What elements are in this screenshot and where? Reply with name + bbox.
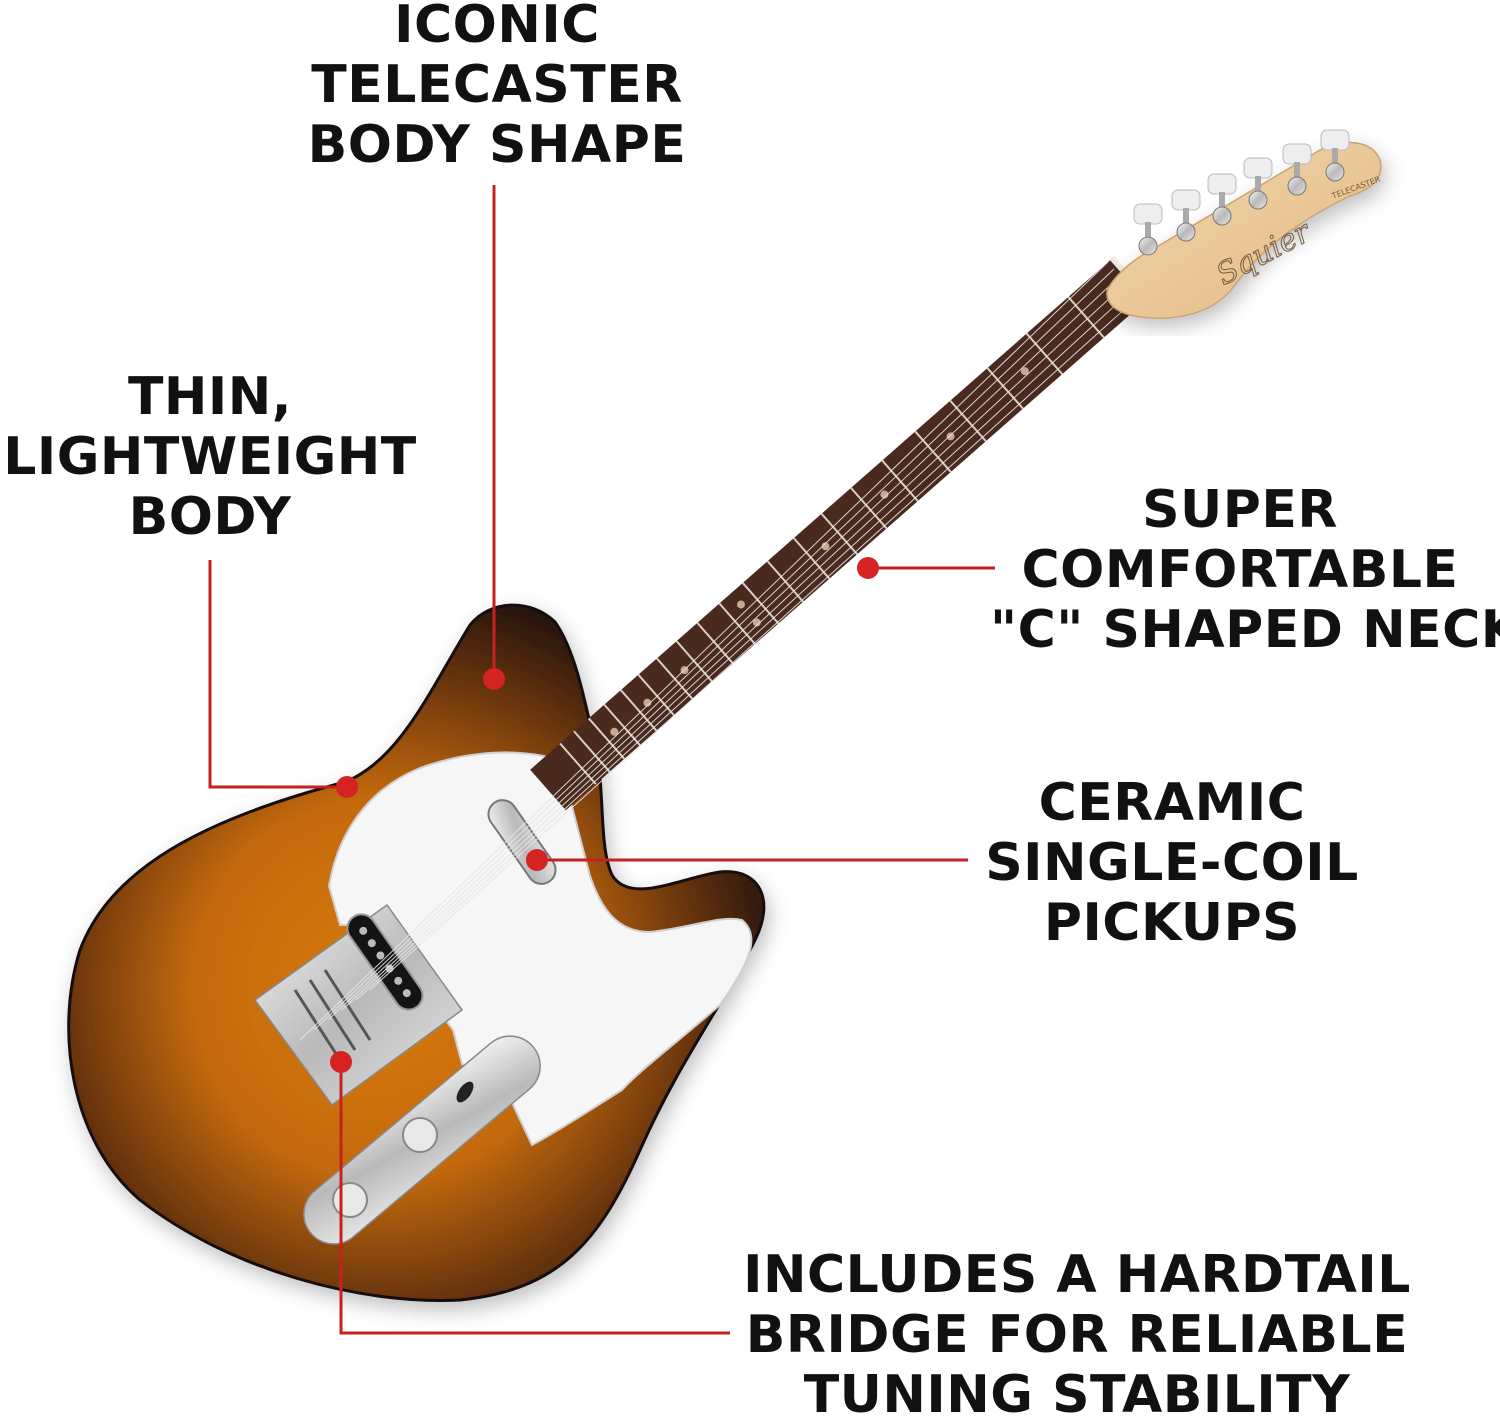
callout-text: CERAMIC [1038,773,1306,833]
strings [299,261,1139,1041]
callout-pickups: CERAMIC SINGLE-COIL PICKUPS [922,773,1422,953]
fret [881,459,919,502]
tuner [1243,157,1273,210]
callout-text: PICKUPS [1043,893,1301,953]
fret [559,742,597,785]
callout-lightweight-body: THIN, LIGHTWEIGHT BODY [0,367,460,547]
tuner [1320,129,1350,182]
pickguard [327,751,753,1147]
fret-inlay [1020,367,1029,376]
callout-text: THIN, [127,367,293,427]
callout-dots [330,557,879,1073]
callout-dot-pickups [526,849,548,871]
callout-line-lightweight [208,560,347,789]
callout-text: SUPER [1142,480,1338,540]
string [313,268,1115,1031]
callout-text: BODY [128,487,292,547]
fret-inlay [821,542,830,551]
callout-neck: SUPER COMFORTABLE "C" SHAPED NECK [990,480,1500,660]
callout-text: BODY SHAPE [307,115,687,175]
callout-line-bridge [339,1062,730,1335]
fret [696,622,734,665]
tuner [1207,173,1237,226]
callout-text: ICONIC [394,0,600,55]
callout-text: INCLUDES A HARDTAIL [743,1245,1411,1305]
callout-text: TUNING STABILITY [803,1365,1351,1425]
fret [718,602,756,645]
fret [573,730,611,773]
fret [637,674,675,716]
pickup-selector-switch [456,1081,474,1103]
fret [949,400,987,442]
tuner [1133,203,1163,256]
callout-dot-body-shape [483,668,505,690]
string [369,296,1139,991]
callout-bridge: INCLUDES A HARDTAIL BRIDGE FOR RELIABLE … [727,1245,1427,1425]
headstock [1106,141,1382,319]
fret [587,717,626,760]
callout-dot-bridge [330,1051,352,1073]
fret [850,487,888,530]
callout-dot-lightweight [336,776,358,798]
tuner [1171,189,1201,242]
fret-inlay [610,727,619,736]
fret [675,640,713,683]
fret-inlay [643,698,652,707]
fret [742,582,780,625]
callout-text: COMFORTABLE [1021,540,1459,600]
string [355,289,1133,1001]
string [327,275,1121,1021]
fret-inlay [946,432,955,441]
fret [1025,332,1064,375]
fret [986,367,1024,410]
fret [1067,296,1105,339]
callout-dot-neck [857,557,879,579]
callout-text: SINGLE-COIL [985,833,1359,893]
fret-inlay [880,490,889,499]
bridge-plate [253,903,464,1107]
callout-text: "C" SHAPED NECK [990,600,1500,660]
callout-text: LIGHTWEIGHT [3,427,417,487]
callout-lines [208,185,995,1335]
fret [603,703,641,746]
callout-text: BRIDGE FOR RELIABLE [745,1305,1409,1365]
fret-inlay [736,600,745,609]
string [299,261,1109,1041]
tuner [1282,143,1312,196]
volume-knob [332,1182,368,1218]
callout-text: TELECASTER [311,55,683,115]
tone-knob [402,1117,438,1153]
string [341,282,1127,1011]
fret-inlay [752,618,761,627]
callout-body-shape: ICONIC TELECASTER BODY SHAPE [247,0,747,175]
